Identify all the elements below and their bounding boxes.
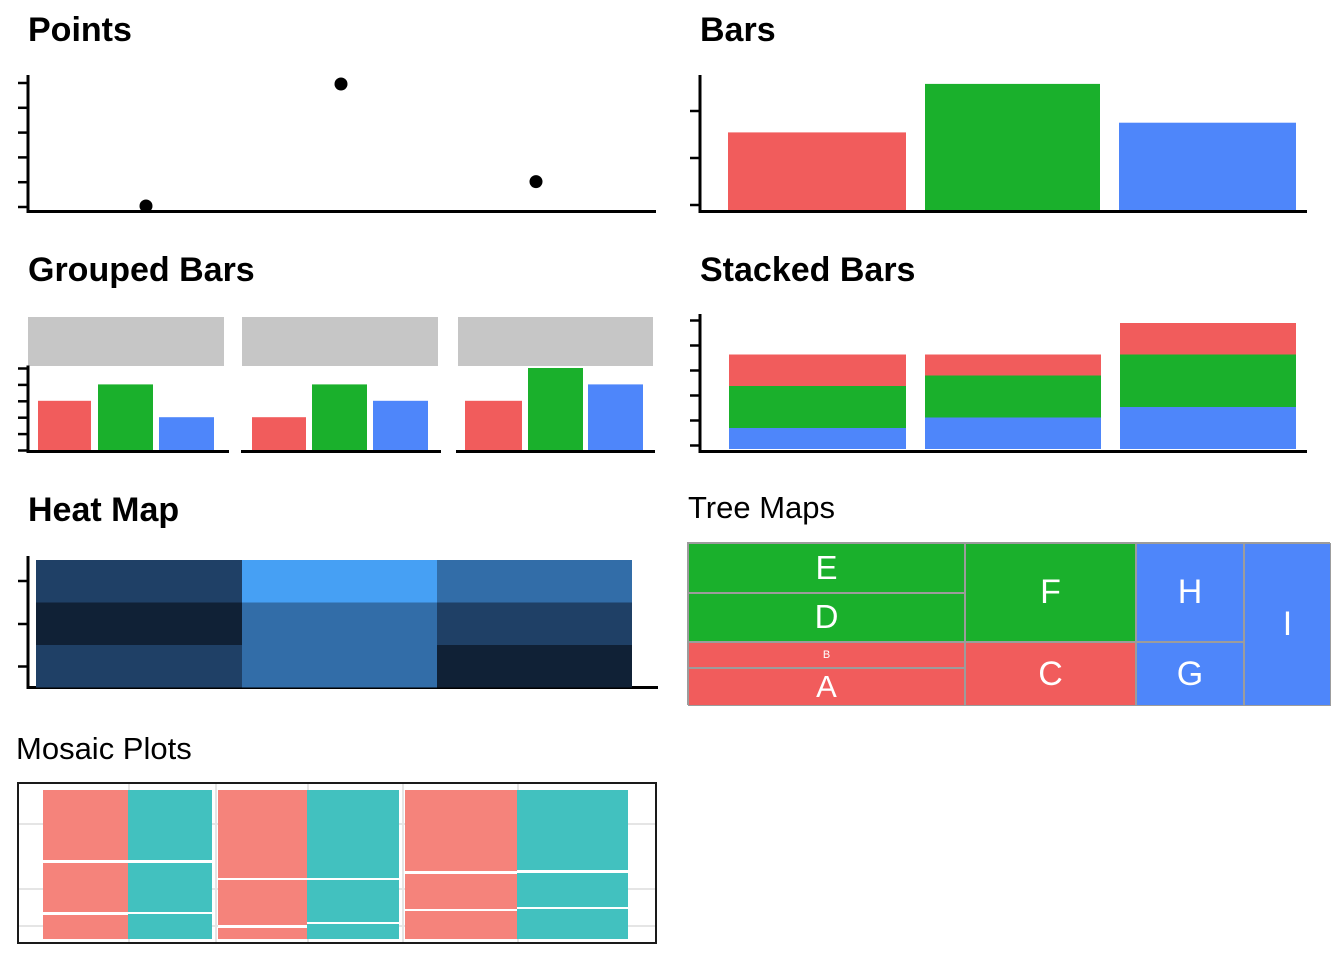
heatmap-cell: [437, 602, 632, 645]
stacked-segment-blue: [925, 417, 1101, 449]
treemap-cell-a: A: [688, 668, 965, 706]
facet-strip: [458, 317, 653, 366]
heatmap-cell: [242, 602, 437, 645]
grouped-bar-green: [528, 368, 583, 450]
stacked-segment-red: [925, 354, 1101, 376]
grouped-bar-blue: [588, 384, 643, 450]
heatmap-cell: [242, 645, 437, 688]
heatmap-cell: [36, 645, 242, 688]
facet-strip: [242, 317, 438, 366]
mosaic-segment-divider: [405, 908, 517, 912]
mosaic-segment-divider: [218, 925, 307, 928]
stacked-segment-green: [1120, 354, 1296, 407]
mosaic-column-red-g1: [43, 790, 128, 939]
heatmap-cell: [242, 560, 437, 603]
heat-map-chart: [18, 556, 658, 689]
grouped-bar-red: [252, 417, 306, 450]
mosaic-segment-divider: [127, 860, 212, 863]
mosaic-segment-divider: [516, 906, 628, 910]
tree-maps-title: Tree Maps: [688, 490, 836, 525]
treemap-cell-c: C: [965, 642, 1136, 706]
mosaic-segment-divider: [516, 870, 628, 873]
facet-strip: [28, 317, 224, 366]
scatter-point: [529, 175, 543, 189]
stacked-segment-red: [729, 354, 906, 386]
stacked-segment-green: [925, 375, 1101, 418]
treemap-cell-f: F: [965, 543, 1136, 642]
scatter-point: [334, 77, 348, 91]
bars-chart: [690, 75, 1307, 213]
treemap-cell-h: H: [1136, 543, 1244, 642]
mosaic-segment-divider: [405, 871, 517, 874]
mosaic-segment-divider: [43, 860, 128, 863]
grouped-bars-title: Grouped Bars: [28, 251, 255, 289]
mosaic-column-red-g3: [405, 790, 517, 939]
treemap-cell-e: E: [688, 543, 965, 593]
mosaic-segment-divider: [218, 877, 307, 881]
bar-red: [728, 132, 906, 210]
bar-green: [925, 83, 1100, 210]
points-chart: [18, 75, 656, 213]
grouped-bar-blue: [159, 417, 214, 450]
mosaic-column-teal-g3: [516, 790, 628, 939]
treemap-cell-b: B: [688, 642, 965, 668]
stacked-segment-red: [1120, 323, 1296, 355]
grouped-bar-blue: [373, 400, 428, 450]
heat-map-title: Heat Map: [28, 491, 180, 529]
mosaic-segment-divider: [43, 912, 128, 915]
grouped-bar-green: [312, 384, 367, 450]
mosaic-plot: [17, 782, 657, 944]
mosaic-segment-divider: [307, 877, 399, 881]
mosaic-segment-divider: [127, 911, 212, 915]
grouped-bar-green: [98, 384, 153, 450]
stacked-segment-blue: [1120, 407, 1296, 449]
mosaic-gridline-v: [215, 784, 217, 942]
stacked-segment-green: [729, 386, 906, 428]
heatmap-cell: [437, 645, 632, 688]
mosaic-column-red-g2: [218, 790, 307, 939]
grouped-bars-chart: [18, 317, 655, 453]
mosaic-column-teal-g2: [307, 790, 399, 939]
grouped-bar-red: [38, 400, 91, 450]
points-title: Points: [28, 11, 132, 49]
mosaic-gridline-v: [401, 784, 404, 942]
stacked-bars-chart: [690, 314, 1307, 453]
grouped-bar-red: [465, 400, 522, 450]
heatmap-cell: [36, 560, 242, 603]
bar-blue: [1119, 122, 1296, 210]
mosaic-segment-divider: [307, 921, 399, 925]
stacked-segment-blue: [729, 428, 906, 449]
treemap-cell-g: G: [1136, 642, 1244, 706]
heatmap-cell: [36, 602, 242, 645]
mosaic-column-teal-g1: [127, 790, 212, 939]
stacked-bars-title: Stacked Bars: [700, 251, 916, 289]
scatter-point: [139, 199, 153, 213]
treemap-cell-i: I: [1244, 543, 1331, 706]
bars-title: Bars: [700, 11, 776, 49]
mosaic-plots-title: Mosaic Plots: [16, 731, 192, 766]
heatmap-cell: [437, 560, 632, 603]
treemap-cell-d: D: [688, 592, 965, 642]
